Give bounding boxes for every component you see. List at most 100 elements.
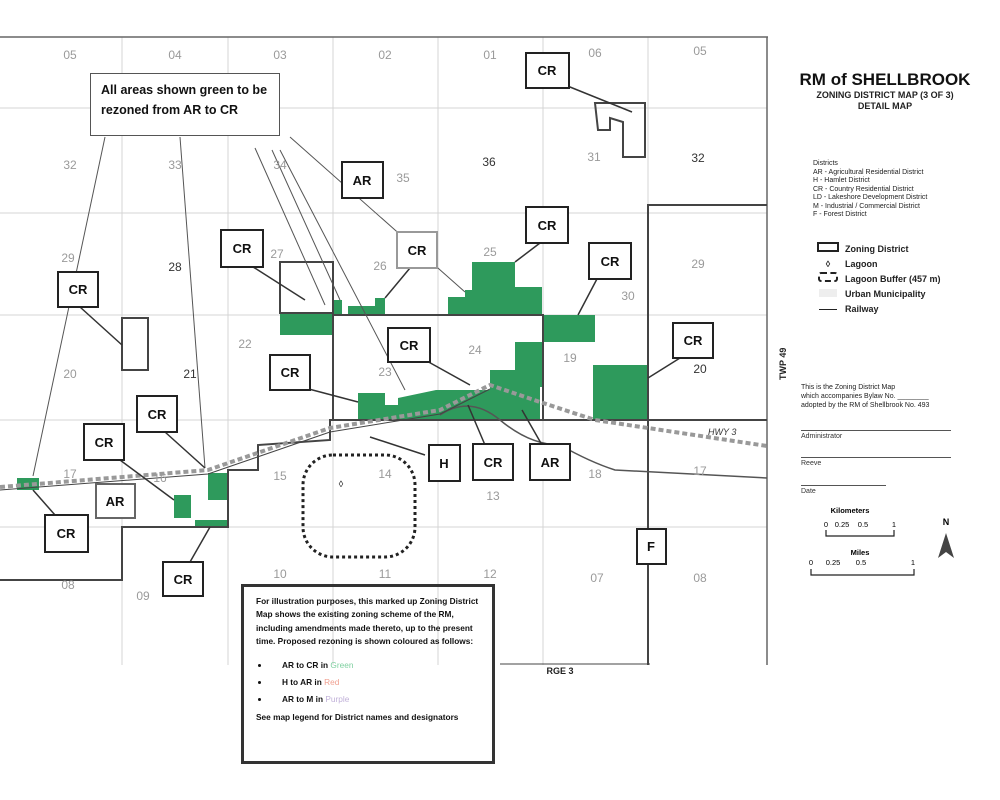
lagoon-icon: ◊ — [825, 258, 831, 269]
svg-text:02: 02 — [378, 48, 392, 62]
svg-text:12: 12 — [483, 567, 497, 581]
svg-text:AR: AR — [106, 494, 125, 509]
map-subtitle-detail: DETAIL MAP — [857, 101, 913, 111]
callout-cr-section-27: CR — [220, 229, 264, 268]
legend-item: Urban Municipality — [817, 287, 995, 302]
scale-bar-miles: Miles 0 0.25 0.5 1 — [809, 548, 915, 576]
svg-text:CR: CR — [408, 243, 427, 258]
callout-cr-section-16-west: CR — [83, 423, 125, 461]
zoning-boundaries — [0, 102, 768, 665]
railway-icon — [817, 302, 839, 317]
adoption-statement: This is the Zoning District Map which ac… — [801, 384, 930, 409]
svg-text:CR: CR — [148, 407, 167, 422]
svg-text:11: 11 — [379, 567, 392, 581]
legend-item: Lagoon Buffer (457 m) — [817, 271, 995, 287]
callout-cr-section-26: CR — [396, 231, 438, 269]
district-item: LD - Lakeshore Development District — [813, 194, 928, 201]
district-item: M - Industrial / Commercial District — [813, 202, 920, 210]
svg-text:26: 26 — [373, 259, 387, 273]
callout-cr-section-16-east: CR — [136, 395, 178, 433]
svg-text:23: 23 — [378, 365, 392, 379]
svg-text:04: 04 — [168, 48, 182, 62]
svg-text:31: 31 — [587, 150, 601, 164]
svg-text:H: H — [439, 456, 448, 471]
green-areas-callout: All areas shown green to be rezoned from… — [90, 73, 280, 136]
districts-heading: Districts — [813, 160, 838, 167]
township-label: TWP 49 — [778, 348, 788, 380]
svg-text:35: 35 — [396, 171, 410, 185]
svg-text:15: 15 — [273, 469, 287, 483]
callout-leaders — [32, 84, 681, 563]
svg-text:CR: CR — [400, 338, 419, 353]
svg-text:05: 05 — [63, 48, 77, 62]
svg-text:0.5: 0.5 — [858, 520, 868, 529]
svg-text:0.25: 0.25 — [835, 520, 850, 529]
callout-ar-hamlet: AR — [529, 443, 571, 481]
svg-text:34: 34 — [273, 158, 287, 172]
svg-text:20: 20 — [63, 367, 77, 381]
svg-text:17: 17 — [63, 467, 77, 481]
svg-text:Kilometers: Kilometers — [831, 506, 870, 515]
callout-h-hamlet: H — [428, 444, 461, 482]
highway-3 — [0, 382, 768, 491]
callout-cr-section-6: CR — [525, 52, 570, 89]
legend-panel: RM of SHELLBROOK ZONING DISTRICT MAP (3 … — [775, 70, 995, 317]
svg-text:CR: CR — [538, 63, 557, 78]
svg-text:06: 06 — [588, 46, 602, 60]
callout-cr-section-30: CR — [588, 242, 632, 280]
callout-f-forest: F — [636, 528, 667, 565]
illustration-note: For illustration purposes, this marked u… — [241, 584, 495, 764]
svg-text:17: 17 — [693, 464, 707, 478]
lagoon-icon: ◊ — [339, 479, 344, 489]
svg-text:25: 25 — [483, 245, 497, 259]
callout-cr-section-9: CR — [162, 561, 204, 597]
callout-cr-section-17: CR — [44, 514, 89, 553]
callout-cr-section-22: CR — [269, 354, 311, 391]
scale-bar-km: Kilometers 0 0.25 0.5 1 — [824, 506, 896, 537]
svg-text:33: 33 — [168, 158, 182, 172]
svg-text:28: 28 — [168, 260, 182, 274]
rezoning-item-green: AR to CR in Green — [270, 659, 480, 672]
svg-text:AR: AR — [353, 173, 372, 188]
svg-text:09: 09 — [136, 589, 150, 603]
callout-cr-section-29-west: CR — [57, 271, 99, 308]
svg-text:29: 29 — [61, 251, 75, 265]
svg-text:F: F — [647, 539, 655, 554]
svg-text:CR: CR — [95, 435, 114, 450]
rezoning-item-red: H to AR in Red — [270, 676, 480, 689]
urban-municipality-icon — [817, 287, 839, 302]
callout-cr-hamlet: CR — [472, 443, 514, 481]
callout-ar-section-35: AR — [341, 161, 384, 199]
rezoning-item-purple: AR to M in Purple — [270, 693, 480, 706]
svg-text:CR: CR — [601, 254, 620, 269]
highway-label: HWY 3 — [708, 427, 736, 437]
district-item: F - Forest District — [813, 211, 867, 218]
date-signature-line: Date — [801, 485, 886, 495]
note-footer: See map legend for District names and de… — [256, 711, 459, 722]
legend-item: Railway — [817, 302, 995, 317]
svg-text:08: 08 — [61, 578, 75, 592]
callout-cr-section-23: CR — [387, 327, 431, 363]
svg-text:27: 27 — [270, 247, 284, 261]
administrator-signature-line: Administrator — [801, 430, 951, 440]
callout-cr-section-25: CR — [525, 206, 569, 244]
svg-text:21: 21 — [183, 367, 197, 381]
svg-text:08: 08 — [693, 571, 707, 585]
svg-text:36: 36 — [482, 155, 496, 169]
svg-text:0.5: 0.5 — [856, 558, 866, 567]
svg-text:07: 07 — [590, 571, 604, 585]
svg-text:1: 1 — [911, 558, 915, 567]
svg-text:CR: CR — [684, 333, 703, 348]
svg-text:10: 10 — [273, 567, 287, 581]
svg-text:32: 32 — [691, 151, 705, 165]
svg-text:22: 22 — [238, 337, 252, 351]
svg-text:N: N — [943, 517, 950, 527]
svg-text:14: 14 — [378, 467, 392, 481]
svg-text:CR: CR — [233, 241, 252, 256]
svg-text:CR: CR — [538, 218, 557, 233]
svg-text:19: 19 — [563, 351, 577, 365]
svg-text:0: 0 — [824, 520, 828, 529]
lagoon-buffer — [301, 453, 417, 559]
callout-ar-section-16: AR — [95, 483, 136, 519]
svg-text:CR: CR — [281, 365, 300, 380]
